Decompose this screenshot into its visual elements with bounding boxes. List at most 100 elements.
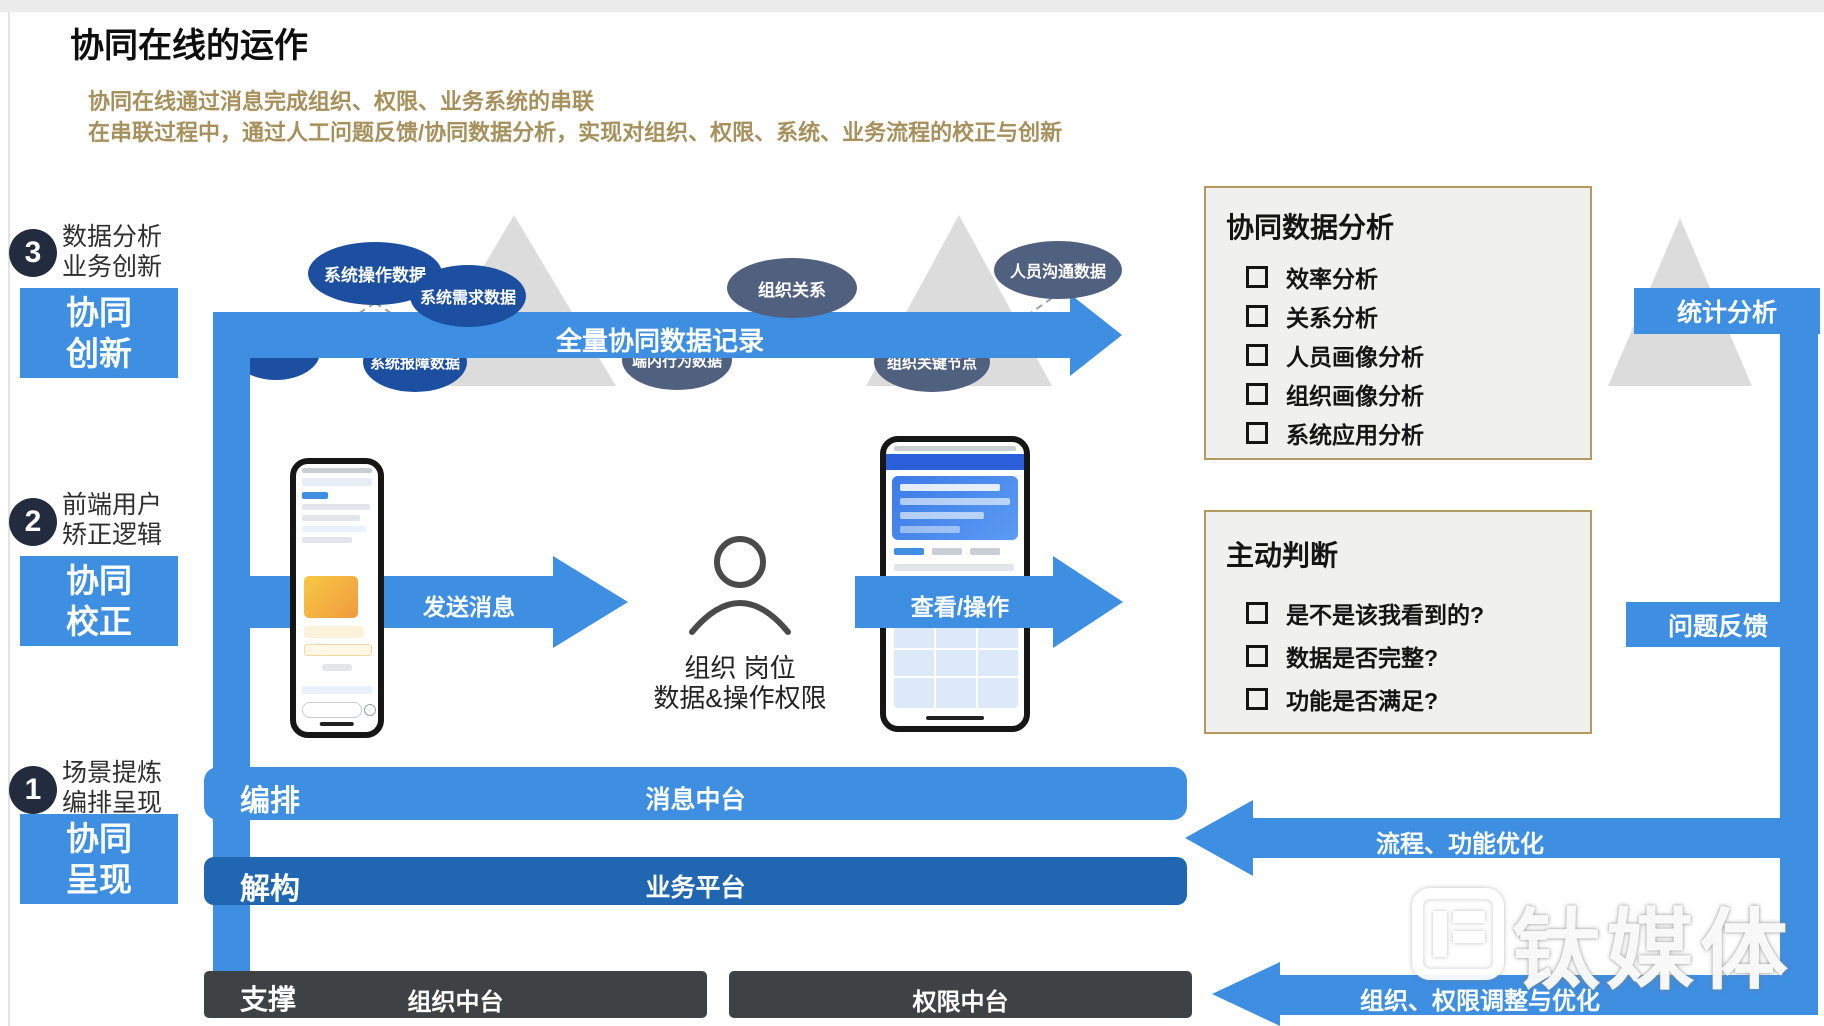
checklist-item: 关系分析 [1246, 299, 1378, 333]
subtitle-line1: 协同在线通过消息完成组织、权限、业务系统的串联 [88, 89, 595, 114]
step-number: 3 [24, 236, 42, 269]
deconstruct-bar: 解构 业务平台 [204, 857, 1187, 906]
phone-header-card [892, 476, 1018, 540]
caption-line: 业务创新 [62, 253, 163, 281]
support-bar-perm: 权限中台 [729, 971, 1192, 1018]
phone-home-indicator [319, 722, 355, 726]
feedback-label: 问题反馈 [1626, 602, 1810, 647]
chip-text: 统计分析 [1676, 299, 1777, 327]
orchestrate-bar: 编排 消息中台 [204, 767, 1187, 820]
ellipse-label: 系统报障数据 [369, 354, 460, 372]
table-line [894, 648, 1018, 650]
phone-tab [970, 548, 1000, 555]
box-line: 协同 [66, 820, 132, 857]
phone-input [302, 702, 362, 718]
judgement-panel: 主动判断 是不是该我看到的? 数据是否完整? 功能是否满足? [1204, 510, 1592, 734]
view-arrow-shaft [855, 576, 1053, 628]
watermark-text: 钛媒体 [1512, 901, 1795, 1000]
checklist-label: 效率分析 [1286, 266, 1378, 292]
phone-tab [932, 548, 962, 555]
watermark-logo [1412, 888, 1504, 980]
ellipse-label: 组织关键节点 [886, 354, 977, 372]
phone-mock-chat [290, 458, 384, 738]
checklist-label: 功能是否满足? [1286, 688, 1439, 714]
phone-tab [894, 548, 924, 555]
data-ellipse: 组织关系 [727, 258, 857, 318]
card-line [900, 512, 984, 519]
caption-line: 场景提炼 [62, 759, 163, 787]
phone-timestamp [322, 664, 352, 671]
step-circle-2: 2 [9, 498, 57, 546]
ellipse-label: 组织关系 [758, 280, 826, 300]
caption-line: 数据分析 [62, 223, 163, 251]
watermark-logo-bar [1433, 911, 1447, 957]
support-bar-org: 支撑 组织中台 [204, 971, 707, 1018]
message-platform-label: 消息中台 [645, 786, 746, 814]
checkbox-icon [1246, 645, 1268, 667]
full-data-arrow-label: 全量协同数据记录 [555, 326, 764, 356]
analysis-panel-title: 协同数据分析 [1226, 212, 1395, 243]
page-title: 协同在线的运作 [70, 27, 308, 65]
full-data-arrow-shaft [215, 312, 1070, 358]
phone-toolbar [302, 686, 372, 694]
phone-table [894, 622, 1018, 708]
step-box-innovate: 协同 创新 [20, 288, 178, 378]
checklist-item: 组织画像分析 [1246, 377, 1424, 411]
data-ellipse: 人员沟通数据 [994, 241, 1122, 299]
phone-banner [304, 576, 358, 618]
checklist-label: 关系分析 [1286, 305, 1378, 331]
orchestrate-label: 编排 [240, 785, 300, 818]
box-line: 校正 [66, 603, 132, 640]
step-caption-3: 数据分析 业务创新 [62, 222, 162, 282]
table-line [976, 622, 978, 708]
checklist-label: 是不是该我看到的? [1286, 602, 1485, 628]
optimize-arrow-head [1185, 800, 1253, 876]
checkbox-icon [1246, 266, 1268, 288]
perm-platform-label: 权限中台 [912, 989, 1009, 1016]
checkbox-icon [1246, 344, 1268, 366]
right-flow-band [1780, 310, 1818, 1015]
analysis-panel: 协同数据分析 效率分析 关系分析 人员画像分析 组织画像分析 系统应用分析 [1204, 186, 1592, 460]
ellipse-label: 系统需求数据 [419, 290, 516, 307]
ellipse-label: 人员沟通数据 [1009, 264, 1106, 281]
phone-home-indicator [926, 716, 984, 720]
checklist-label: 组织画像分析 [1286, 383, 1424, 409]
phone-row [302, 515, 360, 521]
checklist-item: 系统应用分析 [1246, 416, 1424, 450]
checklist-item: 功能是否满足? [1246, 682, 1438, 716]
step-circle-1: 1 [9, 766, 57, 814]
support-label: 支撑 [240, 984, 297, 1015]
chip-text: 问题反馈 [1667, 612, 1768, 641]
adjust-arrow-shaft [1280, 975, 1812, 1015]
box-line: 协同 [66, 294, 132, 331]
judgement-panel-title: 主动判断 [1226, 540, 1339, 571]
phone-mic-icon [364, 704, 376, 716]
table-line [894, 676, 1018, 678]
top-strip [0, 0, 1824, 12]
phone-chip [302, 492, 328, 499]
phone-navbar [302, 478, 372, 486]
adjust-arrow-head [1212, 962, 1280, 1026]
checkbox-icon [1246, 422, 1268, 444]
box-line: 协同 [66, 562, 132, 599]
step-caption-1: 场景提炼 编排呈现 [62, 758, 162, 818]
phone-row [302, 504, 370, 510]
checkbox-icon [1246, 688, 1268, 710]
phone-statusbar [894, 446, 1016, 451]
send-arrow-head [553, 556, 628, 648]
checklist-label: 人员画像分析 [1286, 344, 1424, 370]
card-line [900, 498, 1010, 505]
checklist-label: 数据是否完整? [1286, 645, 1439, 671]
caption-line: 矫正逻辑 [62, 521, 163, 549]
subtitle-line2: 在串联过程中，通过人工问题反馈/协同数据分析，实现对组织、权限、系统、业务流程的… [88, 120, 1063, 145]
caption-line: 前端用户 [62, 491, 163, 519]
phone-row [302, 526, 366, 532]
step-number: 1 [24, 773, 42, 806]
phone-statusbar [302, 468, 372, 473]
card-line [900, 526, 960, 533]
step-caption-2: 前端用户 矫正逻辑 [62, 490, 162, 550]
optimize-arrow-label: 流程、功能优化 [1376, 831, 1544, 858]
person-caption-line1: 组织 岗位 [684, 653, 796, 683]
phone-bubble [304, 626, 364, 638]
watermark-logo-bar [1453, 931, 1485, 943]
